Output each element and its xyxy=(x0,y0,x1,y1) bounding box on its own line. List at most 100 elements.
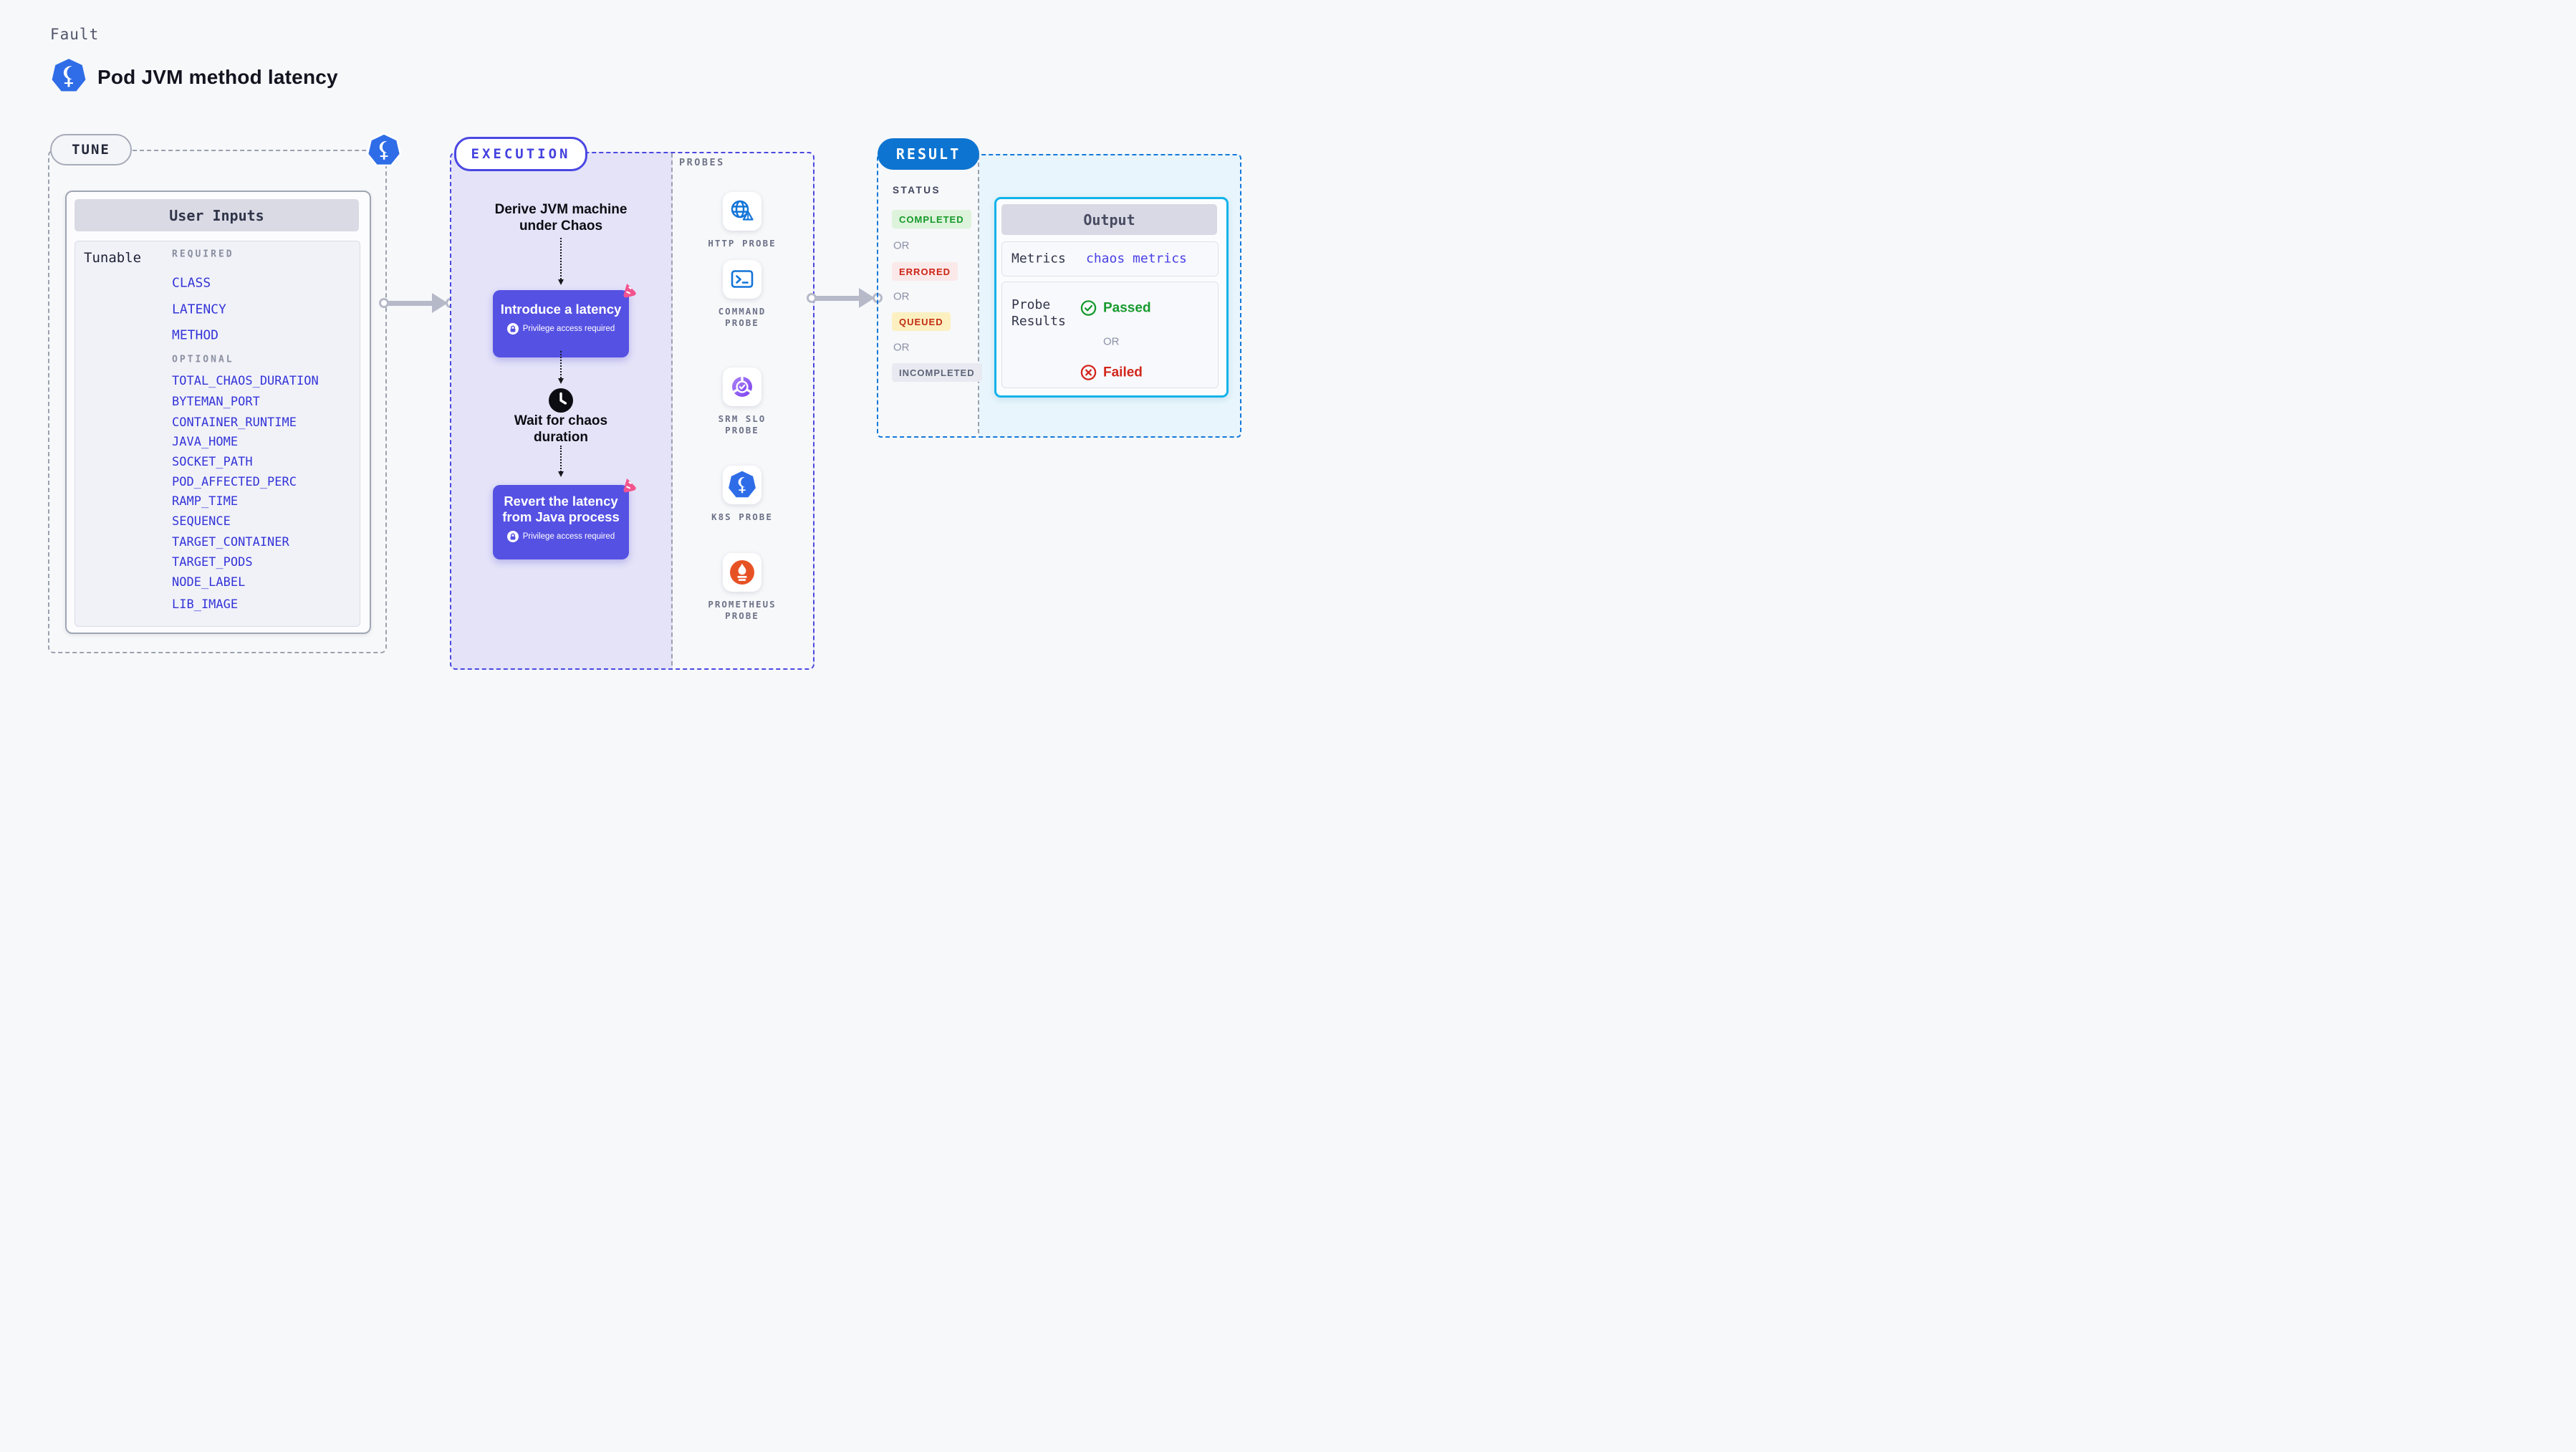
clock-icon xyxy=(549,388,573,413)
dotted-arrow-introduce-to-wait xyxy=(558,351,564,384)
terminal-icon xyxy=(731,270,754,288)
user-inputs-panel xyxy=(75,241,360,627)
kubernetes-icon: ⚸ xyxy=(729,471,756,498)
kubernetes-corner-icon: ⚸ xyxy=(366,133,402,167)
probe-prometheus: PROMETHEUS PROBE xyxy=(699,553,785,622)
dotted-arrow-derive-to-introduce xyxy=(558,238,564,285)
status-badge-errored: ERRORED xyxy=(892,262,958,281)
tunable-label: Tunable xyxy=(84,250,142,266)
globe-alert-icon xyxy=(731,200,754,221)
lock-icon xyxy=(506,323,519,335)
execution-badge: EXECUTION xyxy=(454,137,587,171)
or-label: OR xyxy=(893,341,910,354)
optional-label: OPTIONAL xyxy=(172,354,234,365)
probe-card: ⚸ xyxy=(723,466,761,504)
status-badge-incompleted: INCOMPLETED xyxy=(892,363,982,382)
probe-http: HTTP PROBE xyxy=(699,192,785,249)
probe-card xyxy=(723,553,761,592)
param-node-label: NODE_LABEL xyxy=(172,575,246,590)
status-divider-line xyxy=(978,155,979,433)
metrics-value: chaos metrics xyxy=(1086,251,1187,266)
privilege-row: Privilege access required xyxy=(493,323,629,335)
required-label: REQUIRED xyxy=(172,249,234,260)
or-label: OR xyxy=(893,239,910,252)
revert-title: Revert the latency from Java process xyxy=(493,494,629,525)
status-badge-completed: COMPLETED xyxy=(892,210,971,229)
param-ramp-time: RAMP_TIME xyxy=(172,494,239,509)
probe-name: COMMAND PROBE xyxy=(718,306,766,328)
param-target-pods: TARGET_PODS xyxy=(172,555,253,569)
probe-card xyxy=(723,192,761,231)
helm-glyph: ⚸ xyxy=(735,474,749,496)
user-inputs-header: User Inputs xyxy=(75,199,359,231)
probe-card xyxy=(723,260,761,299)
tune-section xyxy=(48,150,387,653)
param-socket-path: SOCKET_PATH xyxy=(172,455,253,469)
slo-donut-check-icon xyxy=(732,376,752,397)
probe-name: PROMETHEUS PROBE xyxy=(708,599,777,621)
helm-glyph: ⚸ xyxy=(376,138,392,163)
x-circle-icon xyxy=(1080,365,1097,380)
probe-name: SRM SLO PROBE xyxy=(718,413,766,436)
wait-step-text: Wait for chaos duration xyxy=(489,413,633,446)
param-method: METHOD xyxy=(172,327,219,343)
probe-results-row xyxy=(1001,282,1219,388)
privilege-note: Privilege access required xyxy=(522,532,615,541)
passed-label: Passed xyxy=(1103,300,1151,315)
wait-line1: Wait for chaos xyxy=(514,413,608,428)
check-circle-icon xyxy=(1080,300,1097,316)
or-label: OR xyxy=(1103,335,1120,348)
revert-line2: from Java process xyxy=(502,509,620,524)
failed-result: Failed xyxy=(1080,365,1143,381)
status-label: STATUS xyxy=(893,185,941,196)
wait-line2: duration xyxy=(534,430,588,445)
probe-results-label: Probe Results xyxy=(1011,297,1066,330)
diagram-canvas: Fault ⚸ Pod JVM method latency TUNE ⚸ Us… xyxy=(0,0,1288,726)
derive-line2: under Chaos xyxy=(519,218,603,234)
param-pod-affected-perc: POD_AFFECTED_PERC xyxy=(172,475,297,489)
param-java-home: JAVA_HOME xyxy=(172,435,239,449)
privilege-note: Privilege access required xyxy=(522,324,615,333)
litmus-chaos-icon xyxy=(623,478,636,493)
lock-icon xyxy=(506,531,519,542)
metrics-row xyxy=(1001,241,1219,277)
kubernetes-icon: ⚸ xyxy=(52,59,86,92)
output-header: Output xyxy=(1001,204,1217,235)
probe-command: COMMAND PROBE xyxy=(699,260,785,329)
page-title: Pod JVM method latency xyxy=(97,66,338,88)
param-latency: LATENCY xyxy=(172,302,226,317)
derive-line1: Derive JVM machine xyxy=(494,202,628,217)
probe-srm-slo: SRM SLO PROBE xyxy=(699,367,785,436)
prometheus-flame-icon xyxy=(730,560,754,585)
privilege-row: Privilege access required xyxy=(493,531,629,542)
probe-name: K8S PROBE xyxy=(711,511,773,522)
revert-latency-step: Revert the latency from Java process Pri… xyxy=(493,478,636,559)
param-byteman-port: BYTEMAN_PORT xyxy=(172,395,260,409)
tune-badge: TUNE xyxy=(50,134,132,165)
helm-glyph: ⚸ xyxy=(59,62,78,90)
probe-results-line2: Results xyxy=(1011,314,1066,329)
derive-step-text: Derive JVM machine under Chaos xyxy=(475,201,647,234)
result-badge: RESULT xyxy=(878,138,979,170)
param-lib-image: LIB_IMAGE xyxy=(172,597,239,612)
introduce-latency-step: Introduce a latency Privilege access req… xyxy=(493,283,636,357)
introduce-title: Introduce a latency xyxy=(500,302,622,317)
revert-line1: Revert the latency xyxy=(504,494,618,509)
probes-label: PROBES xyxy=(679,157,725,168)
probe-k8s: ⚸ K8S PROBE xyxy=(699,466,785,523)
litmus-chaos-icon xyxy=(623,283,636,298)
param-target-container: TARGET_CONTAINER xyxy=(172,535,289,549)
status-badge-queued: QUEUED xyxy=(892,312,951,331)
param-container-runtime: CONTAINER_RUNTIME xyxy=(172,415,297,430)
param-sequence: SEQUENCE xyxy=(172,514,231,529)
passed-result: Passed xyxy=(1080,300,1151,317)
fault-eyebrow: Fault xyxy=(50,26,100,43)
or-label: OR xyxy=(893,290,910,303)
kubernetes-corner-icon-inner: ⚸ xyxy=(368,134,400,165)
probe-results-line1: Probe xyxy=(1011,297,1051,312)
probe-card xyxy=(723,367,761,406)
metrics-label: Metrics xyxy=(1011,251,1066,266)
failed-label: Failed xyxy=(1103,365,1143,380)
dotted-arrow-wait-to-revert xyxy=(558,446,564,477)
param-class: CLASS xyxy=(172,275,211,291)
